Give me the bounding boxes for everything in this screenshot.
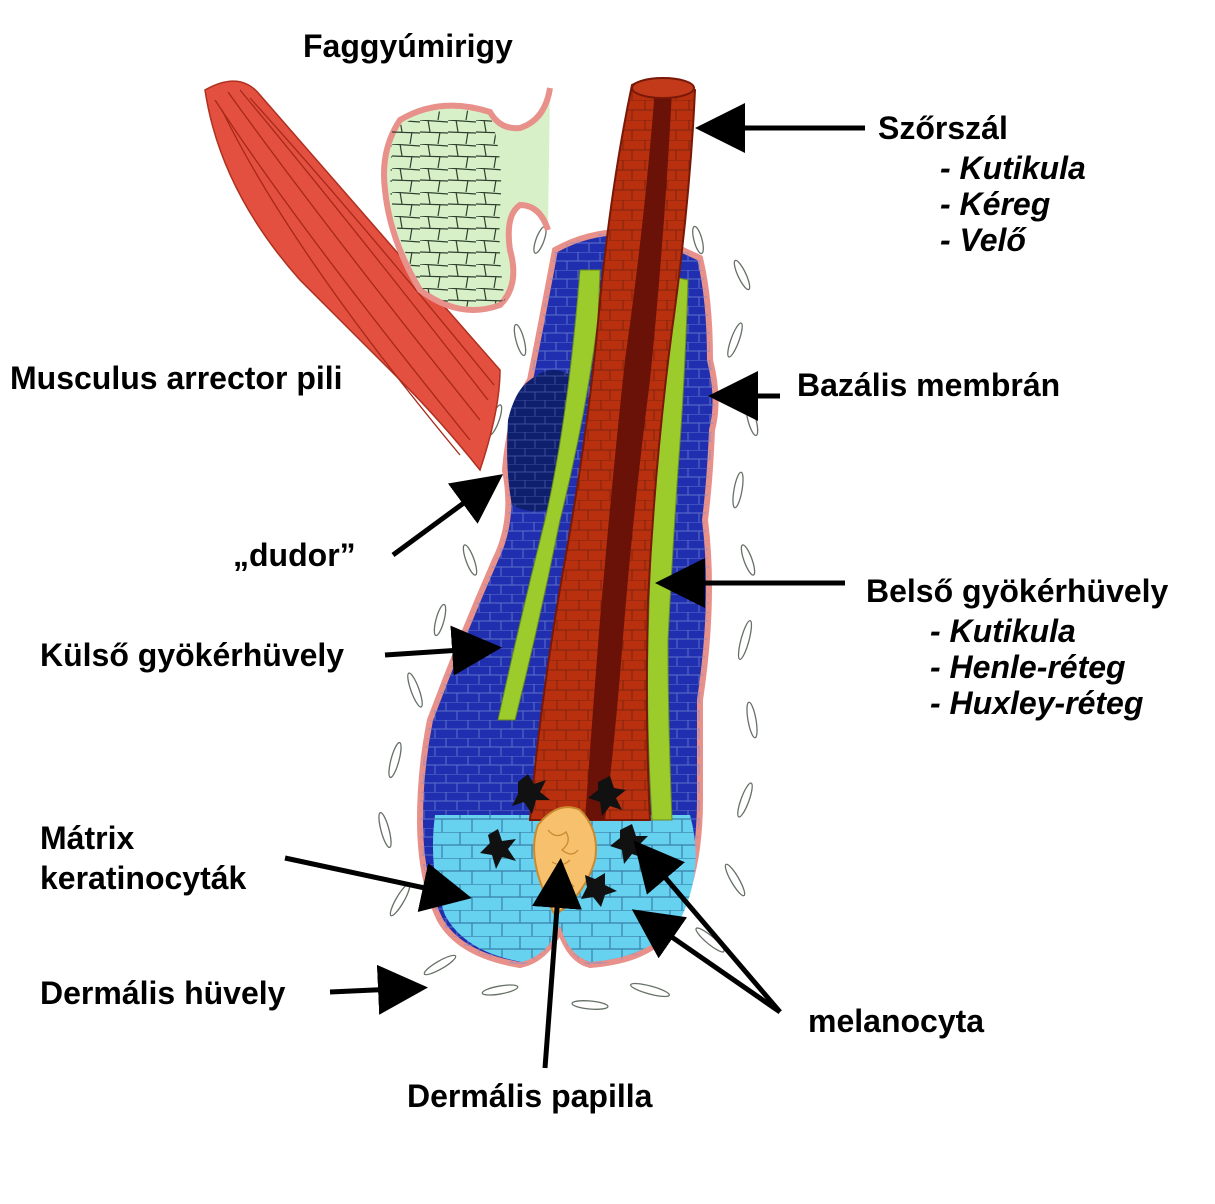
label-sebaceous-gland: Faggyúmirigy [303,28,513,65]
label-outer-root-sheath: Külső gyökérhüvely [40,637,344,674]
label-huxley-layer: - Huxley-réteg [930,685,1143,722]
label-hair-medulla: - Velő [940,222,1026,259]
arrow-dermal-sheath [330,988,418,992]
label-matrix-line1: Mátrix [40,820,134,857]
label-irs-cuticle: - Kutikula [930,613,1076,650]
label-dermal-sheath: Dermális hüvely [40,975,285,1012]
label-hair-cortex: - Kéreg [940,186,1050,223]
label-arrector-pili: Musculus arrector pili [10,360,343,397]
label-dermal-papilla: Dermális papilla [407,1078,652,1115]
label-hair-cuticle: - Kutikula [940,150,1086,187]
label-basal-membrane: Bazális membrán [797,367,1060,404]
label-inner-root-sheath: Belső gyökérhüvely [866,573,1168,610]
label-hair-shaft: Szőrszál [878,110,1008,147]
arrow-bulge [393,480,495,555]
label-matrix-line2: keratinocyták [40,860,246,897]
label-melanocyte: melanocyta [808,1003,984,1040]
label-bulge: „dudor” [233,537,356,574]
label-henle-layer: - Henle-réteg [930,649,1126,686]
